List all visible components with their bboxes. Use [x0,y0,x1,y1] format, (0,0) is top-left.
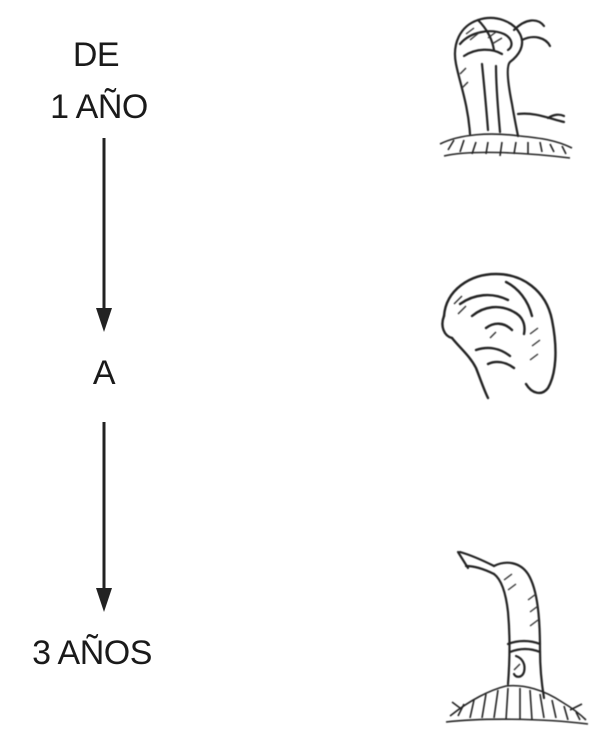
label-to: 3 AÑOS [14,636,170,670]
plant-sprout-icon [430,4,580,162]
label-from-line1: DE [66,38,126,72]
down-arrow-icon [92,422,116,612]
down-arrow-icon [92,138,116,332]
plant-sprout-icon [430,264,570,404]
plant-sprout-icon [440,540,590,726]
label-connector: A [84,356,124,390]
label-from-line2: 1 AÑO [40,90,158,124]
